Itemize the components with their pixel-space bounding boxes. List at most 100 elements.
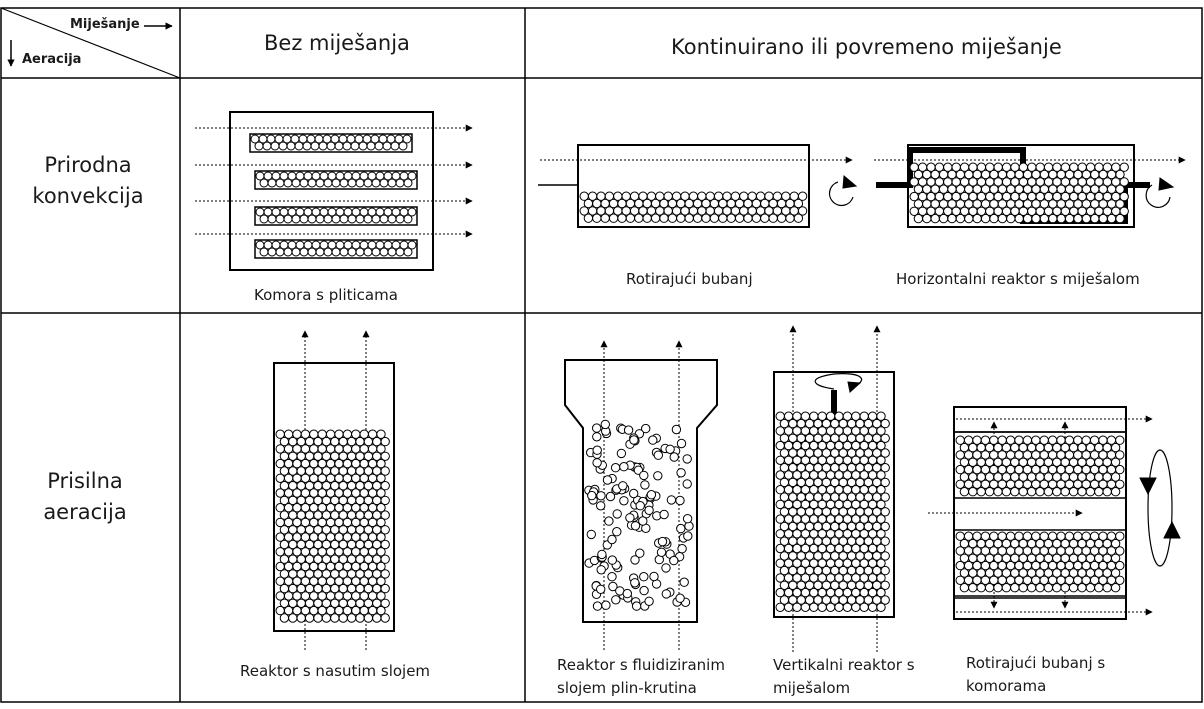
particle — [407, 207, 417, 217]
particle — [783, 602, 794, 612]
particle — [968, 583, 978, 593]
particle — [955, 213, 966, 224]
chamber-top — [953, 431, 1127, 499]
particle — [1064, 213, 1075, 224]
particle — [880, 551, 890, 561]
particle — [380, 554, 390, 564]
particle — [1110, 568, 1121, 578]
particle — [938, 213, 949, 224]
caption-vertical-line1: Vertikalni reaktor s — [773, 656, 915, 674]
particle — [1110, 472, 1121, 482]
particle — [339, 247, 349, 257]
particle — [1119, 162, 1129, 172]
particle — [976, 487, 986, 497]
particle — [619, 462, 629, 472]
particle — [380, 451, 390, 461]
particle — [669, 452, 679, 462]
particle — [380, 583, 390, 594]
particle — [876, 440, 886, 451]
particle — [376, 517, 386, 528]
particle — [605, 491, 616, 502]
particle — [661, 589, 671, 599]
particle — [709, 213, 720, 223]
particle — [640, 480, 650, 490]
particle — [283, 247, 293, 257]
particle — [382, 141, 392, 151]
particle — [1014, 213, 1024, 224]
particle — [661, 563, 671, 573]
particle — [347, 178, 357, 188]
particle — [1098, 213, 1108, 224]
particle — [1102, 583, 1112, 593]
particle — [880, 477, 890, 488]
particle — [376, 429, 386, 439]
particle — [291, 178, 301, 188]
particle — [682, 479, 692, 489]
particle — [797, 191, 808, 201]
particle — [880, 433, 890, 443]
particle — [650, 213, 661, 223]
particle — [876, 558, 886, 568]
particle — [608, 213, 619, 223]
particle — [1077, 487, 1087, 497]
particle — [692, 213, 703, 223]
particle — [279, 613, 290, 623]
particle — [809, 602, 819, 612]
particle — [350, 141, 360, 151]
particle — [387, 214, 397, 224]
particle — [262, 141, 272, 151]
particle — [775, 602, 785, 612]
row-header-forced-aeration: Prisilna aeracija — [30, 466, 140, 528]
particle — [675, 495, 685, 506]
particle — [619, 496, 629, 506]
row-header-natural-convection: Prirodna konvekcija — [28, 150, 148, 212]
particle — [587, 490, 597, 501]
particle — [876, 411, 886, 421]
particle — [601, 600, 611, 610]
particle — [665, 444, 675, 454]
particle — [880, 463, 890, 473]
particle — [1094, 487, 1104, 497]
particle — [1110, 538, 1121, 549]
particle — [644, 596, 654, 606]
particle — [989, 213, 999, 224]
particle — [968, 487, 978, 497]
particle — [880, 418, 890, 429]
particle — [592, 423, 602, 433]
caption-packed-bed: Reaktor s nasutim slojem — [240, 662, 431, 680]
particle — [608, 581, 618, 592]
particle — [259, 178, 269, 188]
particle — [880, 507, 890, 517]
particle — [1110, 457, 1121, 467]
particle — [283, 214, 293, 224]
particle — [331, 178, 341, 188]
particle — [682, 514, 693, 524]
particle — [1115, 479, 1125, 489]
particle — [1068, 487, 1079, 497]
particle — [913, 213, 924, 224]
particle — [387, 247, 397, 257]
particle — [880, 521, 890, 532]
particle — [880, 595, 890, 605]
particle — [876, 587, 886, 598]
particle — [876, 514, 886, 524]
particle — [596, 565, 606, 575]
particle — [876, 470, 886, 480]
particle — [1115, 531, 1125, 541]
particle — [1110, 583, 1121, 593]
particle — [743, 213, 753, 223]
particle — [371, 214, 381, 224]
column-header-mixing: Kontinuirano ili povremeno miješanje — [671, 35, 1062, 59]
particle — [1031, 213, 1041, 224]
caption-tray-chamber: Komora s pliticama — [254, 286, 398, 304]
particle — [403, 214, 413, 224]
fluidized-bed-reactor — [564, 340, 718, 650]
particle — [1081, 213, 1092, 224]
particle — [997, 213, 1008, 224]
particle — [259, 214, 269, 224]
particle — [380, 539, 390, 550]
particle — [379, 247, 389, 257]
particle — [635, 501, 645, 511]
particle — [880, 448, 890, 458]
particle — [323, 178, 333, 188]
